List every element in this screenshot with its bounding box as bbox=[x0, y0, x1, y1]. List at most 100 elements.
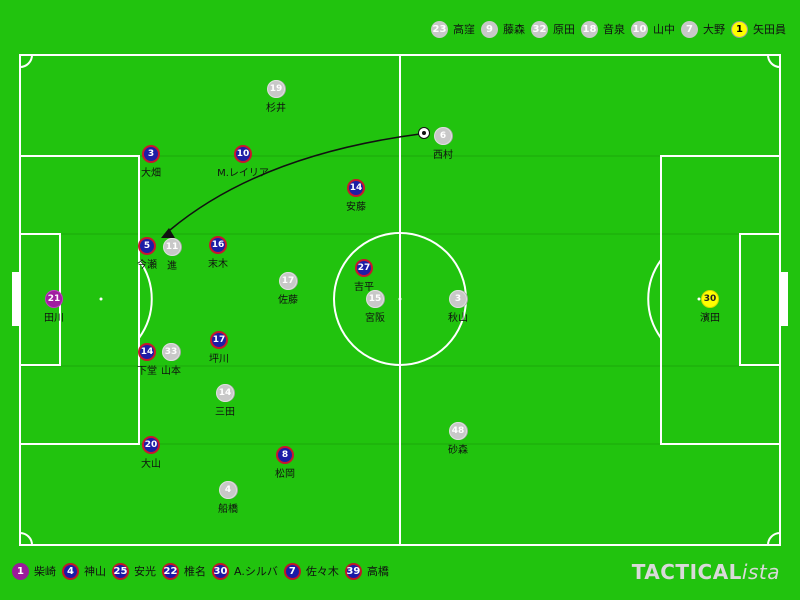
player-name: 松岡 bbox=[275, 469, 295, 480]
player-number-disc: 14 bbox=[138, 343, 156, 361]
bench-top-number-badge: 10 bbox=[631, 20, 648, 38]
pass-arrow-line bbox=[169, 133, 421, 231]
bench-top-number-badge: 9 bbox=[481, 20, 498, 38]
bench-bottom-name: 佐々木 bbox=[305, 565, 339, 578]
bench-top-name: 原田 bbox=[553, 23, 575, 36]
left-goal bbox=[12, 272, 20, 326]
player-number-disc: 48 bbox=[449, 422, 467, 440]
bench-top-name: 藤森 bbox=[503, 23, 525, 36]
player-number-disc: 33 bbox=[162, 343, 180, 361]
player-name: 船橋 bbox=[218, 504, 238, 515]
bench-bottom-number-badge: 25 bbox=[112, 562, 129, 580]
player-number-disc: 14 bbox=[347, 179, 365, 197]
player-name: 吉平 bbox=[354, 282, 374, 293]
bench-top-item: 9 藤森 bbox=[481, 20, 525, 38]
player-number-disc: 27 bbox=[355, 259, 373, 277]
player-number-disc: 8 bbox=[276, 446, 294, 464]
watermark-main: TACTICAL bbox=[631, 560, 742, 584]
player-number-disc: 3 bbox=[449, 290, 467, 308]
watermark-sub: ista bbox=[741, 560, 780, 584]
player-name: 下堂 bbox=[137, 366, 157, 377]
bench-bottom-name: 安光 bbox=[134, 565, 156, 578]
player-number-disc: 11 bbox=[163, 238, 181, 256]
bench-bottom-item: 4 神山 bbox=[62, 562, 106, 580]
bench-bottom-number-badge: 1 bbox=[12, 562, 29, 580]
bench-top-number-badge: 1 bbox=[731, 20, 748, 38]
player-name: 西村 bbox=[433, 150, 453, 161]
player-number-disc: 10 bbox=[234, 145, 252, 163]
player-name: 砂森 bbox=[448, 445, 468, 456]
bench-top-item: 1 矢田員 bbox=[731, 20, 786, 38]
ball-icon bbox=[418, 127, 430, 139]
player-number-disc: 15 bbox=[366, 290, 384, 308]
bench-bottom-item: 39 高橋 bbox=[344, 562, 389, 580]
bench-bottom-number-badge: 7 bbox=[283, 562, 301, 580]
left-penalty-spot bbox=[99, 297, 103, 301]
player-number-disc: 17 bbox=[210, 331, 228, 349]
bench-bottom-name: 高橋 bbox=[366, 565, 389, 578]
player-number-disc: 5 bbox=[138, 237, 156, 255]
bench-bottom-name: 柴崎 bbox=[34, 565, 56, 578]
bench-bottom-name: 椎名 bbox=[184, 565, 206, 578]
player-number-disc: 4 bbox=[219, 481, 237, 499]
player-name: 今瀬 bbox=[137, 260, 157, 271]
bench-top-number-badge: 32 bbox=[531, 20, 548, 38]
player-number-disc: 30 bbox=[701, 290, 719, 308]
bench-top-name: 高窪 bbox=[453, 23, 475, 36]
bench-bottom-item: 25 安光 bbox=[112, 562, 156, 580]
bench-top-number-badge: 18 bbox=[581, 20, 598, 38]
player-name: 大山 bbox=[141, 459, 161, 470]
bench-top-name: 山中 bbox=[653, 23, 675, 36]
bench-top-number-badge: 7 bbox=[681, 20, 698, 38]
bench-top-name: 矢田員 bbox=[753, 23, 786, 36]
player-number-disc: 20 bbox=[142, 436, 160, 454]
bench-top-item: 18 音泉 bbox=[581, 20, 625, 38]
pass-arrow-head bbox=[161, 228, 175, 238]
bench-bottom-item: 7 佐々木 bbox=[283, 562, 339, 580]
bench-top-item: 23 高窪 bbox=[431, 20, 475, 38]
player-number-disc: 21 bbox=[45, 290, 63, 308]
bench-bottom-number-badge: 30 bbox=[212, 562, 229, 580]
away-substitutes-bar: 23 高窪 9 藤森 32 原田 18 音泉 10 山中 7 大野 1 矢田員 bbox=[431, 17, 786, 41]
bench-top-name: 大野 bbox=[703, 23, 725, 36]
bench-top-number-badge: 23 bbox=[431, 20, 448, 38]
right-penalty-spot bbox=[697, 297, 701, 301]
player-number-disc: 3 bbox=[142, 145, 160, 163]
watermark-logo: TACTICALista bbox=[632, 560, 780, 584]
player-name: 坪川 bbox=[209, 354, 229, 365]
bench-top-item: 32 原田 bbox=[531, 20, 575, 38]
home-substitutes-bar: 1 柴崎 4 神山 25 安光 22 椎名 30 A.シルバ 7 佐々木 39 高橋 bbox=[12, 559, 389, 583]
player-name: 大畑 bbox=[141, 168, 161, 179]
player-name: 安藤 bbox=[346, 202, 366, 213]
bench-top-item: 7 大野 bbox=[681, 20, 725, 38]
bench-bottom-item: 1 柴崎 bbox=[12, 562, 56, 580]
right-goal bbox=[780, 272, 788, 326]
bench-top-item: 10 山中 bbox=[631, 20, 675, 38]
bench-bottom-number-badge: 22 bbox=[162, 562, 179, 580]
bench-bottom-name: 神山 bbox=[84, 565, 106, 578]
bench-top-name: 音泉 bbox=[603, 23, 625, 36]
player-name: 山本 bbox=[161, 366, 181, 377]
bench-bottom-item: 30 A.シルバ bbox=[212, 562, 278, 580]
bench-bottom-item: 22 椎名 bbox=[162, 562, 206, 580]
player-name: 田川 bbox=[44, 313, 64, 324]
bench-bottom-number-badge: 4 bbox=[62, 562, 79, 580]
bench-bottom-number-badge: 39 bbox=[344, 562, 362, 580]
player-name: 佐藤 bbox=[278, 295, 298, 306]
player-number-disc: 17 bbox=[279, 272, 297, 290]
player-name: M.レイリア bbox=[217, 168, 269, 179]
player-number-disc: 6 bbox=[434, 127, 452, 145]
player-name: 宮阪 bbox=[365, 313, 385, 324]
player-name: 末木 bbox=[208, 259, 228, 270]
player-name: 三田 bbox=[215, 407, 235, 418]
player-number-disc: 19 bbox=[267, 80, 285, 98]
player-number-disc: 16 bbox=[209, 236, 227, 254]
player-name: 濱田 bbox=[700, 313, 720, 324]
player-name: 進 bbox=[167, 261, 177, 272]
player-name: 秋山 bbox=[448, 313, 468, 324]
player-name: 杉井 bbox=[266, 103, 286, 114]
bench-bottom-name: A.シルバ bbox=[234, 565, 278, 578]
center-spot bbox=[398, 297, 402, 301]
player-number-disc: 14 bbox=[216, 384, 234, 402]
